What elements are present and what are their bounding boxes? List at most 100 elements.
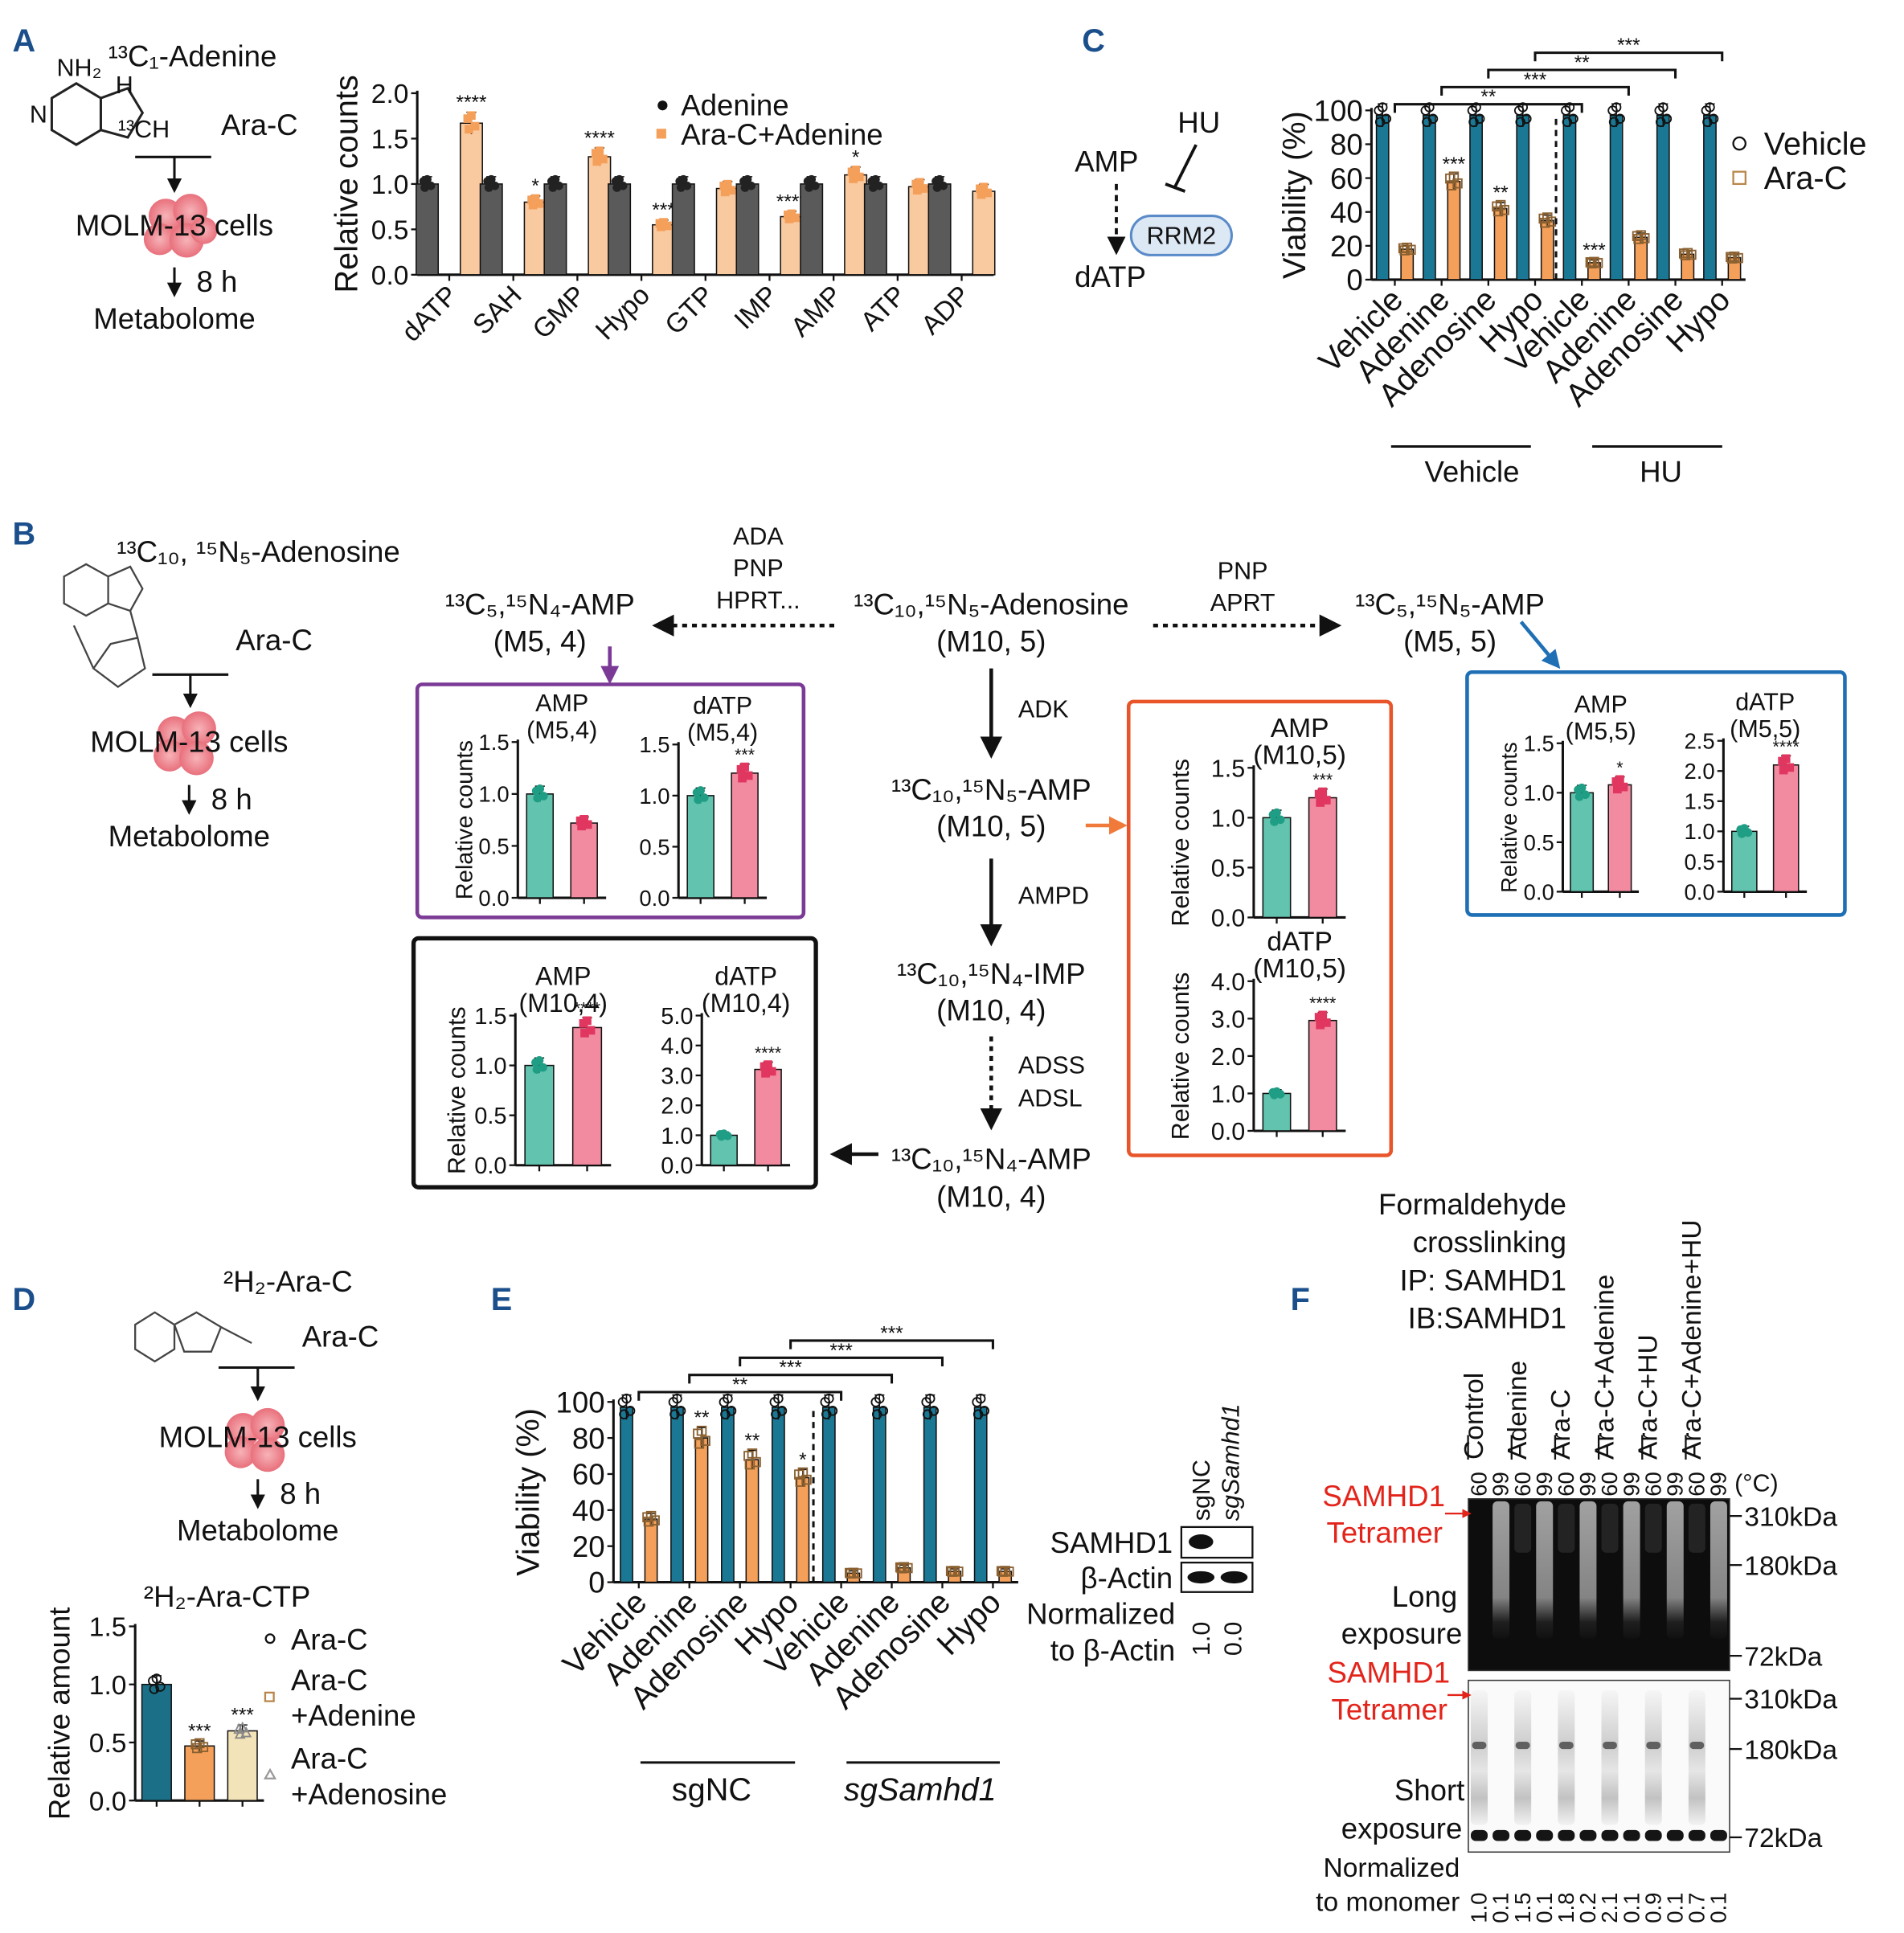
inhibition-icon [1165, 144, 1198, 193]
significance-label: *** [1443, 154, 1466, 175]
node-imp-m104-mass: (M10, 4) [936, 994, 1046, 1027]
data-point [676, 183, 686, 192]
y-axis-label: Relative counts [1167, 759, 1194, 927]
data-point [1608, 117, 1619, 128]
temperature-label: 60 [1597, 1472, 1622, 1497]
data-point [899, 1562, 910, 1572]
data-point [1542, 212, 1553, 223]
significance-label: *** [735, 745, 755, 764]
temperature-label: 99 [1532, 1472, 1557, 1497]
y-tick-label: 20 [572, 1530, 605, 1563]
chart-title: AMP [1574, 691, 1628, 719]
significance-bracket [637, 1390, 843, 1401]
data-point [947, 1566, 957, 1577]
data-point [1377, 102, 1388, 113]
data-point [771, 1409, 781, 1419]
node-adenosine: ¹³C₁₀,¹⁵N₅-Adenosine [854, 588, 1128, 621]
gel-band-monomer [1644, 1829, 1662, 1841]
data-point [534, 199, 544, 208]
gel-band-monomer [1710, 1829, 1727, 1841]
y-tick-label: 1.0 [1524, 780, 1554, 805]
gel-band-tetramer [1514, 1503, 1532, 1553]
data-point [1270, 1090, 1279, 1100]
box-m105 [1126, 699, 1394, 1157]
data-point [871, 1409, 882, 1419]
significance-label: **** [574, 999, 600, 1018]
bracket-label: ** [732, 1374, 747, 1396]
gel-lane-long [1492, 1501, 1510, 1639]
data-point [805, 183, 813, 192]
y-axis-label: Viability (%) [510, 1408, 546, 1576]
normalized-value: 0.9 [1640, 1893, 1665, 1923]
significance-label: **** [456, 92, 486, 113]
normalized-value: 0.1 [1488, 1893, 1513, 1923]
condition-label: Ara-C+Adenine+HU [1677, 1219, 1707, 1460]
gel-band-dimer [1689, 1741, 1705, 1750]
y-tick-label: 0.5 [1211, 854, 1245, 882]
gel-lane-long [1666, 1501, 1684, 1639]
data-point [922, 1409, 933, 1419]
blot-samhd1 [1180, 1526, 1254, 1559]
readout-label: Metabolome [93, 302, 255, 335]
panel-c-schematic: AMP HU RRM2 dATP [1075, 106, 1233, 293]
legend-marker-arac-adenine [656, 129, 666, 139]
normalized-value: 1.5 [1510, 1893, 1535, 1923]
h-label: H [116, 72, 133, 99]
row-actin: β-Actin [1081, 1562, 1173, 1595]
node-amp-m105-mass: (M10, 5) [936, 810, 1046, 843]
bracket-label: ** [1480, 86, 1496, 108]
y-tick-label: 2.0 [371, 80, 409, 109]
gel-band-tetramer [1688, 1503, 1705, 1553]
bar [671, 183, 695, 276]
data-point [919, 184, 928, 193]
data-point [643, 1516, 654, 1527]
significance-label: *** [231, 1705, 254, 1726]
data-point [548, 183, 558, 192]
y-tick-label: 0.5 [371, 215, 409, 245]
normalized-value: 2.1 [1597, 1893, 1622, 1923]
bar [796, 1476, 810, 1583]
data-point [1539, 217, 1550, 228]
bar [863, 183, 887, 276]
enzyme-hprt: HPRT... [716, 587, 800, 614]
node-amp-m55: ¹³C₅,¹⁵N₅-AMP [1355, 588, 1545, 621]
bar [1609, 114, 1624, 281]
bar [800, 183, 824, 276]
n-label: N [30, 101, 47, 129]
bar [745, 1459, 760, 1583]
y-tick-label: 1.0 [474, 1054, 506, 1079]
panel-label-a: A [13, 23, 36, 59]
gel-lane-long [1579, 1501, 1597, 1639]
short-exposure-1: Short [1394, 1774, 1465, 1807]
data-point [1321, 796, 1331, 805]
data-point [1587, 258, 1597, 268]
enzyme-ampd: AMPD [1018, 883, 1089, 910]
enzyme-pnp-right: PNP [1218, 557, 1268, 584]
legend-arac-adenine-2: +Adenine [291, 1699, 416, 1732]
bar [588, 156, 612, 276]
x-tick-label: SAH [468, 281, 528, 341]
data-point [645, 1510, 657, 1521]
data-point [1729, 251, 1740, 262]
data-point [1492, 206, 1504, 217]
significance-label: *** [1312, 770, 1333, 789]
data-point [236, 1721, 248, 1733]
data-point [535, 784, 545, 793]
data-point [694, 795, 702, 805]
significance-label: ** [744, 1430, 760, 1452]
x-tick-label: Hypo [590, 281, 656, 346]
short-exposure-2: exposure [1341, 1812, 1463, 1845]
bar [735, 183, 760, 276]
significance-bracket [1393, 103, 1583, 113]
gel-lane-short [1688, 1689, 1705, 1825]
enzyme-adss: ADSS [1018, 1051, 1085, 1079]
mw-marker: 310kDa [1744, 1502, 1837, 1532]
data-point [975, 1393, 986, 1404]
bar [973, 1407, 988, 1583]
data-point [977, 190, 986, 199]
cells-label: MOLM-13 cells [76, 209, 273, 242]
chart-title: AMP [535, 961, 591, 990]
panel-a-schematic: NH₂ N H ¹³CH ¹³C₁-Adenine Ara-C MOLM-13 … [30, 39, 298, 335]
